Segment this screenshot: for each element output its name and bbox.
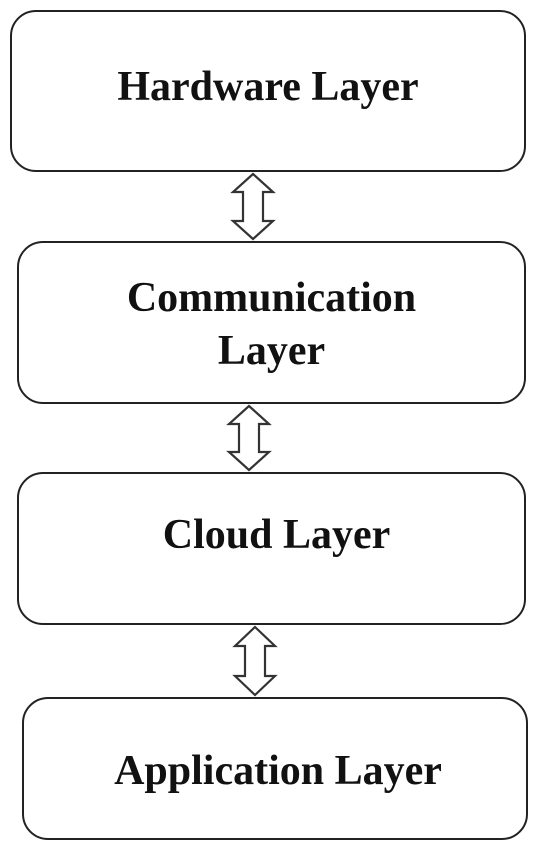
hardware-layer-box: Hardware Layer: [10, 10, 526, 172]
communication-layer-box: Communication Layer: [17, 241, 526, 404]
double-arrow-icon: [226, 404, 272, 472]
cloud-layer-label: Cloud Layer: [162, 512, 391, 559]
cloud-layer-box: Cloud Layer: [17, 472, 526, 625]
double-arrow-icon: [230, 172, 276, 241]
double-arrow-icon: [232, 625, 278, 697]
communication-layer-label: Communication Layer: [126, 275, 417, 374]
hardware-layer-label: Hardware Layer: [117, 63, 419, 110]
application-layer-box: Application Layer: [22, 697, 528, 840]
application-layer-label: Application Layer: [114, 748, 442, 795]
